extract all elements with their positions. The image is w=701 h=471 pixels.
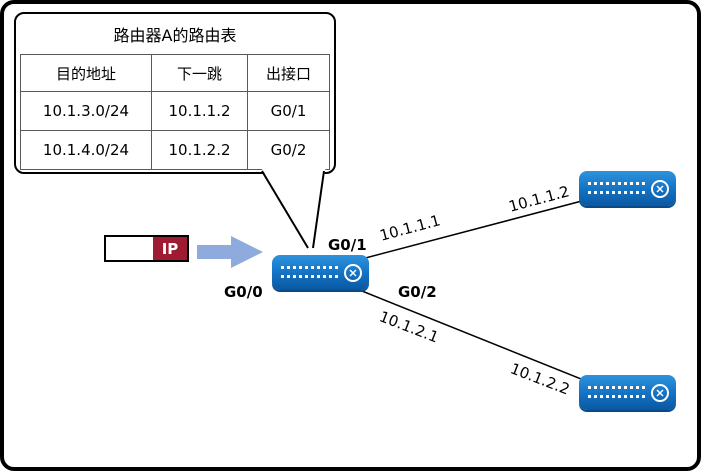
- packet-flow-arrow-icon: [197, 236, 263, 268]
- cell-out-interface: G0/2: [247, 130, 330, 170]
- callout-tail: [260, 166, 326, 249]
- interface-label-g0-0: G0/0: [222, 283, 265, 301]
- router-lower-icon: [579, 375, 676, 410]
- routing-table: 目的地址 下一跳 出接口 10.1.3.0/24 10.1.1.2 G0/1 1…: [20, 54, 330, 170]
- table-header-row: 目的地址 下一跳 出接口: [20, 54, 330, 92]
- cell-destination: 10.1.4.0/24: [20, 130, 152, 170]
- ip-label-10-1-2-2: 10.1.2.2: [505, 358, 575, 400]
- router-upper-icon: [579, 171, 676, 206]
- col-header-out-interface: 出接口: [247, 54, 330, 92]
- ip-packet: IP: [104, 235, 189, 262]
- callout-tail-edge: [261, 170, 309, 249]
- routing-table-title: 路由器A的路由表: [113, 26, 237, 45]
- ip-label-10-1-1-1: 10.1.1.1: [374, 210, 446, 246]
- router-gauge-icon: [344, 263, 362, 282]
- cell-next-hop: 10.1.2.2: [151, 130, 248, 170]
- col-header-destination: 目的地址: [20, 54, 152, 92]
- table-row: 10.1.4.0/24 10.1.2.2 G0/2: [20, 130, 330, 170]
- col-header-next-hop: 下一跳: [151, 54, 248, 92]
- router-gauge-icon: [651, 179, 669, 198]
- cell-destination: 10.1.3.0/24: [20, 91, 152, 131]
- ip-label-10-1-1-2: 10.1.1.2: [503, 181, 575, 217]
- ip-packet-label: IP: [153, 237, 187, 260]
- router-ports-icon: [588, 182, 646, 185]
- router-ports-icon: [281, 266, 339, 269]
- table-row: 10.1.3.0/24 10.1.1.2 G0/1: [20, 91, 330, 131]
- router-gauge-icon: [651, 383, 669, 402]
- callout-tail-edge: [312, 170, 325, 249]
- router-ports-icon: [588, 191, 646, 194]
- cell-out-interface: G0/1: [247, 91, 330, 131]
- router-a-icon: [272, 255, 369, 290]
- routing-table-callout: 路由器A的路由表 目的地址 下一跳 出接口 10.1.3.0/24 10.1.1…: [14, 12, 336, 174]
- ip-label-10-1-2-1: 10.1.2.1: [374, 306, 444, 348]
- interface-label-g0-2: G0/2: [396, 283, 439, 301]
- interface-label-g0-1: G0/1: [326, 236, 369, 254]
- router-ports-icon: [588, 395, 646, 398]
- router-ports-icon: [281, 275, 339, 278]
- cell-next-hop: 10.1.1.2: [151, 91, 248, 131]
- router-ports-icon: [588, 386, 646, 389]
- link-line-lower: [351, 286, 617, 394]
